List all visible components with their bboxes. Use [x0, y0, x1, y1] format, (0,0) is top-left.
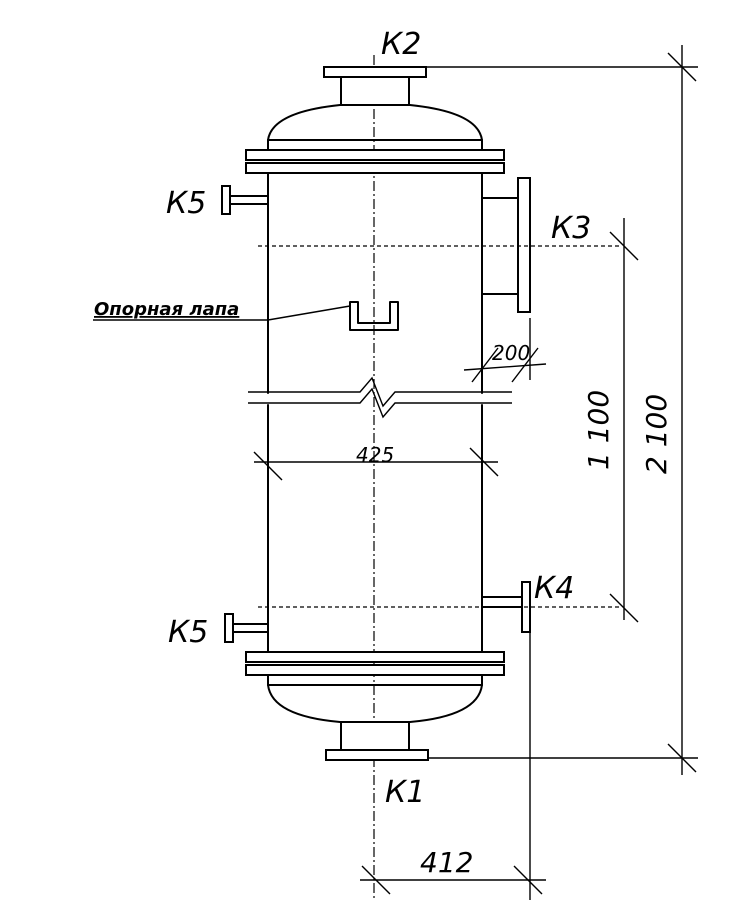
- nozzle-k5-top: [221, 185, 269, 215]
- dim-1100-label: 1 100: [582, 390, 615, 470]
- support-label: Опорная лапа: [94, 299, 239, 320]
- dim-200: [463, 318, 547, 383]
- support-lug: [349, 301, 399, 331]
- dim-425: [253, 447, 499, 481]
- label-k5-bottom: К5: [168, 615, 208, 650]
- label-k4: К4: [534, 571, 574, 606]
- label-k5-top: К5: [166, 186, 206, 221]
- break-lines: [248, 376, 512, 419]
- dim-412: [360, 632, 546, 900]
- top-head: [267, 104, 483, 141]
- label-k2: К2: [381, 27, 421, 62]
- support-leader: [267, 305, 351, 321]
- dim-425-label: 425: [356, 443, 394, 467]
- dim-2100-label: 2 100: [640, 394, 673, 474]
- nozzle-k3: [481, 177, 531, 313]
- nozzle-k2: [323, 66, 427, 106]
- label-k3: К3: [551, 211, 591, 246]
- bottom-head: [267, 684, 483, 723]
- bottom-flange-upper: [245, 651, 505, 663]
- top-flange-lower: [245, 162, 505, 174]
- nozzle-k1: [325, 721, 429, 761]
- dim-412-label: 412: [420, 846, 473, 879]
- dim-200-label: 200: [492, 341, 530, 365]
- dim-1100: [609, 218, 639, 623]
- dim-2100: [426, 45, 698, 775]
- top-flange-upper: [245, 149, 505, 161]
- nozzle-k5-bottom: [224, 613, 269, 643]
- label-k1: К1: [385, 775, 425, 810]
- bottom-flange-lower: [245, 664, 505, 676]
